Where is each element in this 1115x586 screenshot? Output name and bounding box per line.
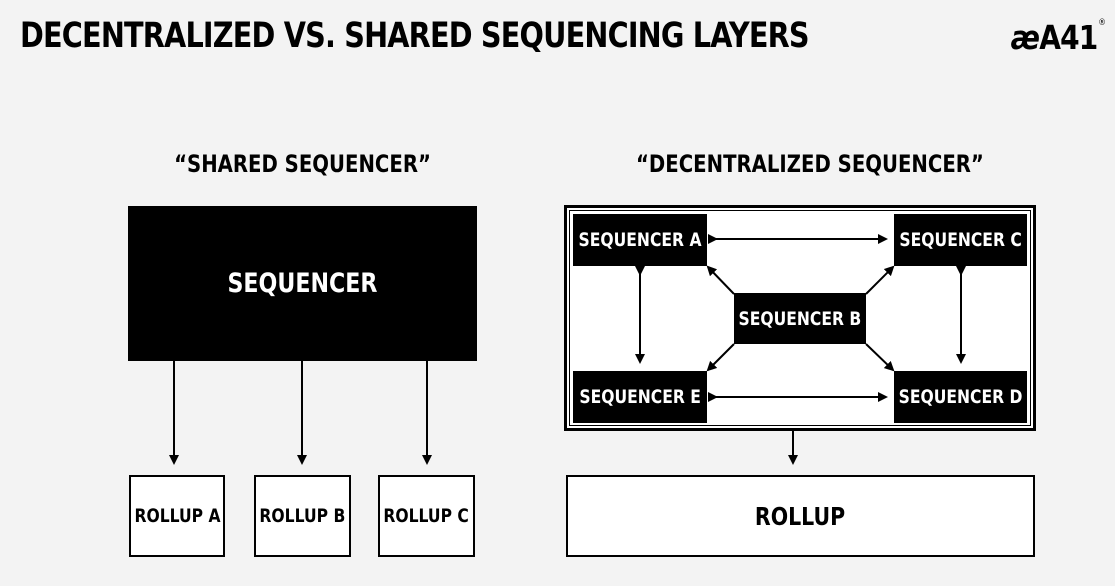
decentralized-sequencer-heading: “DECENTRALIZED SEQUENCER” xyxy=(636,150,984,178)
registered-mark: ® xyxy=(1098,18,1106,28)
sequencer-e-label: SEQUENCER E xyxy=(579,386,701,408)
arrow-b-to-c xyxy=(865,265,895,295)
logo-mark-icon: æ xyxy=(1010,18,1040,57)
rollup-label: ROLLUP xyxy=(755,501,846,531)
shared-sequencer-label: SEQUENCER xyxy=(227,268,378,299)
sequencer-d-box: SEQUENCER D xyxy=(894,371,1027,423)
arrow-b-to-d xyxy=(865,343,895,372)
arrow-b-to-e xyxy=(706,343,735,372)
rollup-a-label: ROLLUP A xyxy=(133,505,221,527)
rollup-a-box: ROLLUP A xyxy=(129,475,225,557)
rollup-c-label: ROLLUP C xyxy=(383,505,470,527)
sequencer-a-label: SEQUENCER A xyxy=(578,229,702,251)
sequencer-a-box: SEQUENCER A xyxy=(573,214,707,266)
rollup-c-box: ROLLUP C xyxy=(378,475,475,557)
logo-text: A41 xyxy=(1039,18,1098,57)
sequencer-c-label: SEQUENCER C xyxy=(899,229,1022,251)
rollup-box: ROLLUP xyxy=(566,475,1035,557)
rollup-b-label: ROLLUP B xyxy=(259,505,346,527)
arrow-b-to-a xyxy=(706,265,735,295)
sequencer-b-box: SEQUENCER B xyxy=(734,293,866,344)
sequencer-b-label: SEQUENCER B xyxy=(738,307,862,330)
sequencer-d-label: SEQUENCER D xyxy=(898,386,1023,408)
sequencer-e-box: SEQUENCER E xyxy=(573,371,707,423)
rollup-b-box: ROLLUP B xyxy=(254,475,351,557)
page-title: DECENTRALIZED VS. SHARED SEQUENCING LAYE… xyxy=(20,16,810,56)
shared-sequencer-box: SEQUENCER xyxy=(128,206,477,361)
sequencer-c-box: SEQUENCER C xyxy=(894,214,1027,266)
decentralized-sequencer-inner-frame xyxy=(569,210,1031,426)
a41-logo: æA41® xyxy=(1010,18,1106,57)
shared-sequencer-heading: “SHARED SEQUENCER” xyxy=(174,150,431,178)
